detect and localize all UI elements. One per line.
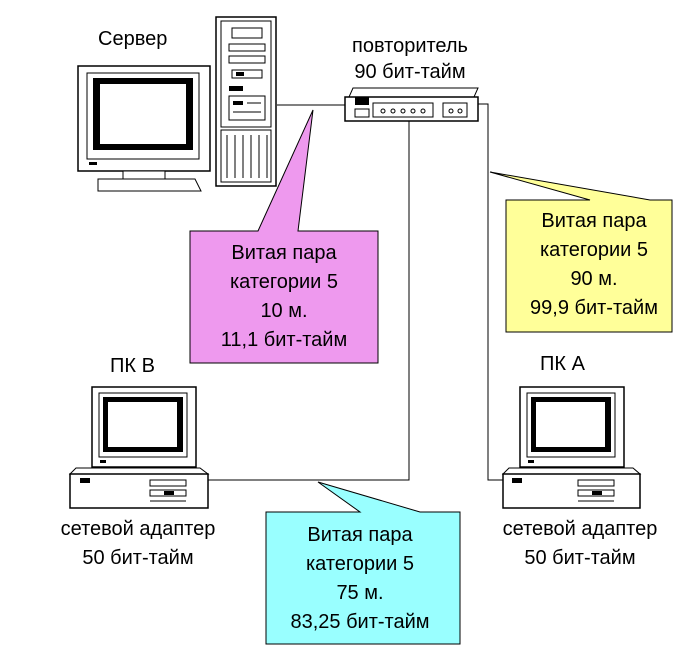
cable-repeater-pc-b bbox=[208, 119, 410, 481]
pc-b-adapter-bit-time: 50 бит-тайм bbox=[82, 547, 193, 569]
callout-pc-b-link-line-2: категории 5 bbox=[306, 553, 414, 575]
pc-b-system-unit-icon bbox=[68, 467, 210, 509]
callout-pc-b-link-box bbox=[265, 481, 461, 645]
callout-server-link-line-2: категории 5 bbox=[230, 271, 338, 293]
pc-a-monitor-icon bbox=[519, 386, 625, 473]
cables bbox=[208, 103, 503, 481]
repeater-label: повторитель bbox=[352, 35, 468, 57]
repeater-device-icon bbox=[344, 87, 479, 122]
server-monitor-icon bbox=[77, 65, 211, 192]
pc-b: ПК В сетевой адаптер 50 бит-тайм bbox=[61, 355, 216, 569]
repeater: повторитель 90 бит-тайм bbox=[344, 35, 479, 122]
pc-b-monitor-icon bbox=[91, 386, 197, 473]
cable-repeater-pc-a bbox=[477, 103, 503, 481]
callout-pc-a-link: Витая пара категории 5 90 м. 99,9 бит-та… bbox=[489, 171, 673, 333]
repeater-bit-time: 90 бит-тайм bbox=[354, 61, 465, 83]
callout-pc-a-link-box bbox=[489, 171, 673, 333]
callout-pc-b-link-line-3: 75 м. bbox=[336, 582, 383, 604]
callout-pc-b-link-line-1: Витая пара bbox=[307, 524, 413, 546]
pc-a-label: ПК А bbox=[540, 353, 586, 375]
callout-server-link-box bbox=[189, 109, 379, 364]
callout-pc-b-link: Витая пара категории 5 75 м. 83,25 бит-т… bbox=[265, 481, 461, 645]
callout-pc-a-link-line-1: Витая пара bbox=[541, 210, 647, 232]
pc-a-adapter-label: сетевой адаптер bbox=[503, 518, 658, 540]
callout-pc-a-link-line-3: 90 м. bbox=[570, 268, 617, 290]
pc-b-adapter-label: сетевой адаптер bbox=[61, 518, 216, 540]
server-label: Сервер bbox=[98, 28, 167, 50]
server-tower-icon bbox=[215, 16, 277, 187]
callout-server-link-line-3: 10 м. bbox=[260, 300, 307, 322]
callout-pc-a-link-line-4: 99,9 бит-тайм bbox=[530, 297, 658, 319]
callout-pc-a-link-line-2: категории 5 bbox=[540, 239, 648, 261]
pc-b-label: ПК В bbox=[110, 355, 155, 377]
pc-a-system-unit-icon bbox=[501, 467, 642, 509]
pc-a-adapter-bit-time: 50 бит-тайм bbox=[524, 547, 635, 569]
pc-a: ПК А сетевой адаптер 50 бит-тайм bbox=[501, 353, 658, 569]
callout-pc-b-link-line-4: 83,25 бит-тайм bbox=[290, 611, 429, 633]
callout-server-link: Витая пара категории 5 10 м. 11,1 бит-та… bbox=[189, 109, 379, 364]
server-computer: Сервер bbox=[77, 16, 277, 192]
callout-server-link-line-1: Витая пара bbox=[231, 242, 337, 264]
callout-server-link-line-4: 11,1 бит-тайм bbox=[221, 329, 347, 351]
